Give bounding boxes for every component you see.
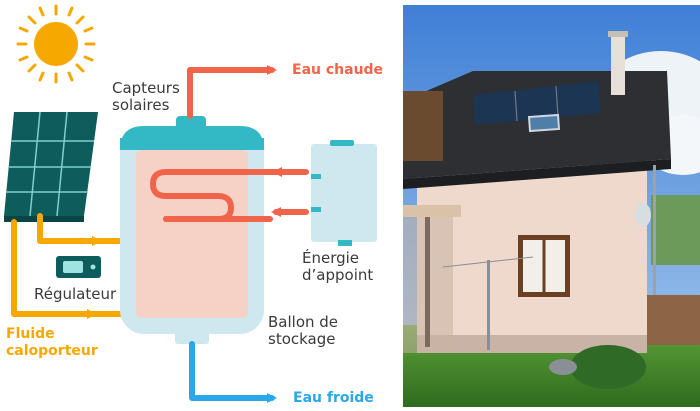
backup-heater-icon: [311, 140, 377, 246]
hot-water-label: Eau chaude: [292, 62, 384, 78]
backup-energy-label-line1: Énergie: [302, 249, 360, 267]
cold-water-label: Eau froide: [293, 390, 374, 406]
house-photo-illustration: [403, 5, 700, 407]
collectors-label-line2: solaires: [112, 96, 170, 114]
storage-tank-label: Ballon de stockage: [268, 314, 338, 348]
sun-icon: [16, 4, 96, 84]
solar-water-heater-diagram: [4, 4, 377, 403]
heat-transfer-fluid-label-line1: Fluide: [6, 326, 55, 342]
collectors-label-line1: Capteurs: [112, 79, 180, 97]
house-photo: [403, 5, 700, 407]
heat-transfer-fluid-label-line2: caloporteur: [6, 343, 98, 359]
collectors-label: Capteurs solaires: [112, 80, 180, 114]
backup-energy-label: Énergie d’appoint: [302, 250, 373, 284]
solar-panel-icon: [4, 111, 98, 222]
backup-energy-label-line2: d’appoint: [302, 266, 374, 284]
storage-tank: [120, 116, 264, 344]
heat-transfer-fluid-label: Fluide caloporteur: [6, 326, 98, 360]
cold-water-pipe: [189, 341, 277, 403]
regulator-label: Régulateur: [34, 285, 117, 303]
storage-tank-label-line1: Ballon de: [268, 313, 339, 331]
hot-exchanger-coil: [150, 169, 309, 222]
regulator-icon: [56, 256, 101, 278]
hot-water-pipe: [187, 65, 277, 119]
storage-tank-label-line2: stockage: [268, 330, 336, 348]
